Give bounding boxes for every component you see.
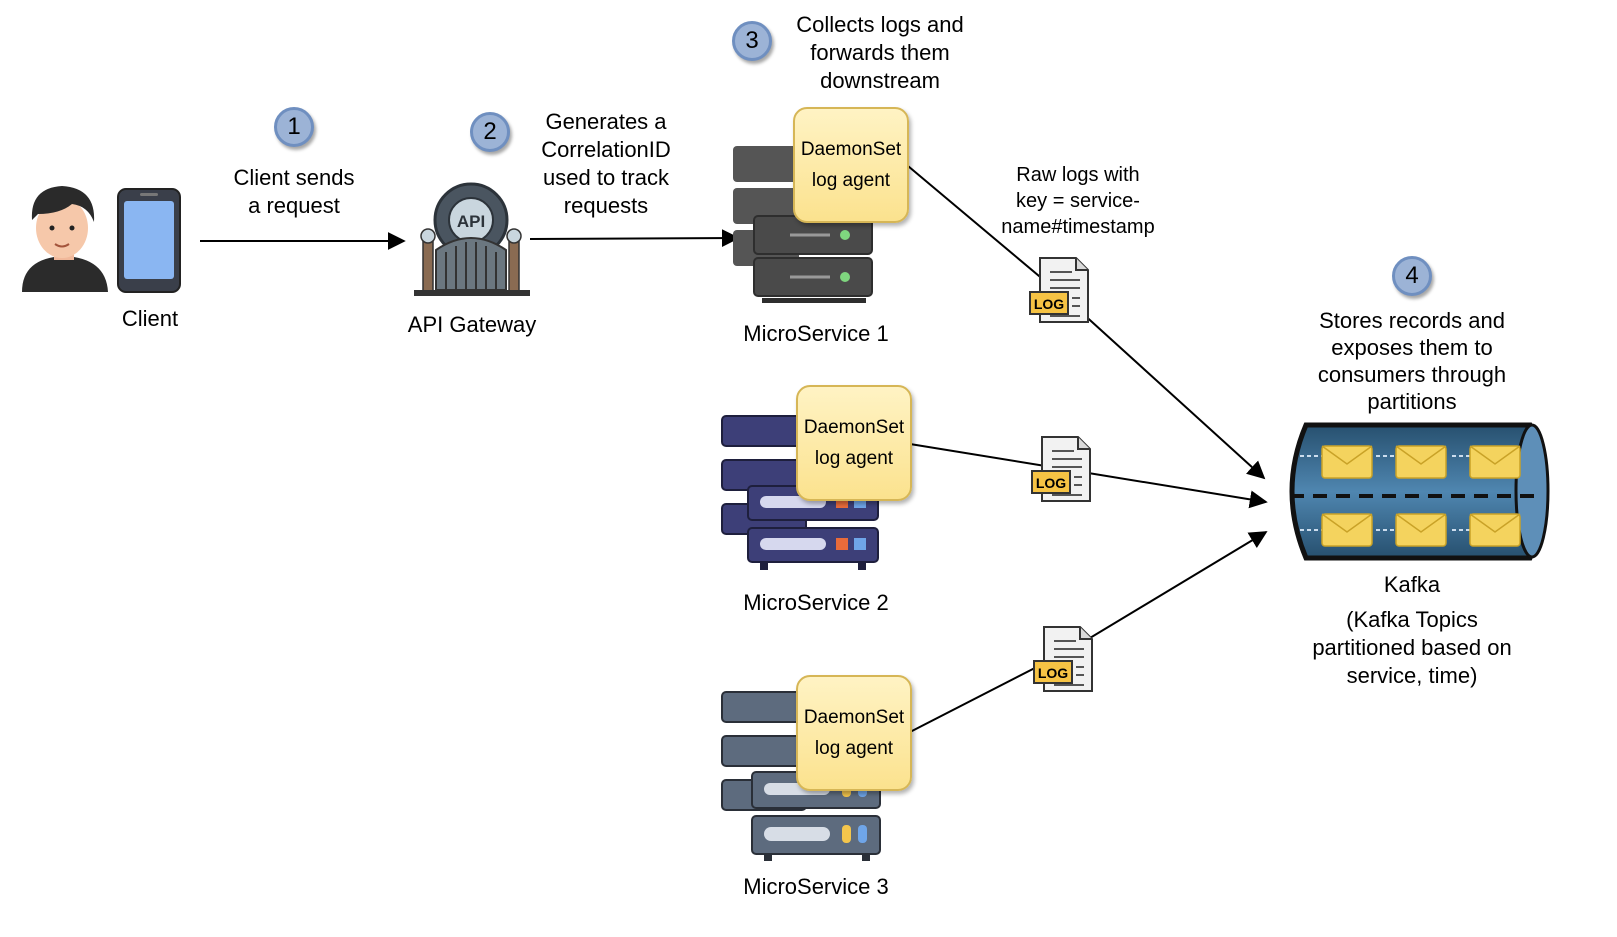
agent-subtitle: log agent	[811, 170, 891, 191]
api-gateway-icon: API	[414, 182, 530, 296]
api-gateway-label: API Gateway	[407, 312, 537, 337]
edge-gateway-to-ms1	[529, 229, 740, 248]
agent-title: DaemonSet	[803, 707, 905, 728]
step-2-text: Generates a CorrelationID used to track …	[541, 109, 671, 218]
step-badge-1: 1	[274, 107, 314, 147]
microservice-2-label: MicroService 2	[743, 590, 889, 615]
kafka-label: Kafka	[1383, 572, 1441, 597]
agent-title: DaemonSet	[800, 139, 902, 160]
log-file-icon: LOG	[1029, 257, 1089, 323]
agent-title: DaemonSet	[803, 417, 905, 438]
agent-subtitle: log agent	[814, 448, 894, 469]
log-icon-text: LOG	[1036, 475, 1066, 491]
person-phone-icon	[22, 186, 181, 293]
microservice-3-label: MicroService 3	[743, 874, 889, 899]
log-file-icon: LOG	[1031, 436, 1091, 502]
log-file-icon: LOG	[1033, 626, 1093, 692]
step-4-text: Stores records and exposes them to consu…	[1317, 308, 1507, 414]
daemonset-agent-ms2: DaemonSet log agent	[796, 385, 912, 501]
server-rack-icon	[733, 146, 873, 303]
step-badge-2: 2	[470, 112, 510, 152]
agent-subtitle: log agent	[814, 738, 894, 759]
step-1-text: Client sends a request	[233, 165, 355, 218]
step-3-text: Collects logs and forwards them downstre…	[796, 12, 964, 93]
step-badge-4: 4	[1392, 256, 1432, 296]
microservice-1-label: MicroService 1	[743, 321, 889, 346]
step-badge-3: 3	[732, 21, 772, 61]
raw-logs-edge-label: Raw logs with key = service- name#timest…	[1001, 164, 1155, 238]
kafka-sublabel: (Kafka Topics partitioned based on servi…	[1312, 607, 1512, 688]
daemonset-agent-ms1: DaemonSet log agent	[793, 107, 909, 223]
edge-ms3-to-kafka	[909, 531, 1268, 733]
log-icon-text: LOG	[1034, 296, 1064, 312]
client-label: Client	[121, 306, 179, 331]
log-icon-text: LOG	[1038, 665, 1068, 681]
kafka-queue-icon	[1289, 422, 1550, 561]
daemonset-agent-ms3: DaemonSet log agent	[796, 675, 912, 791]
api-icon-text: API	[457, 212, 485, 231]
